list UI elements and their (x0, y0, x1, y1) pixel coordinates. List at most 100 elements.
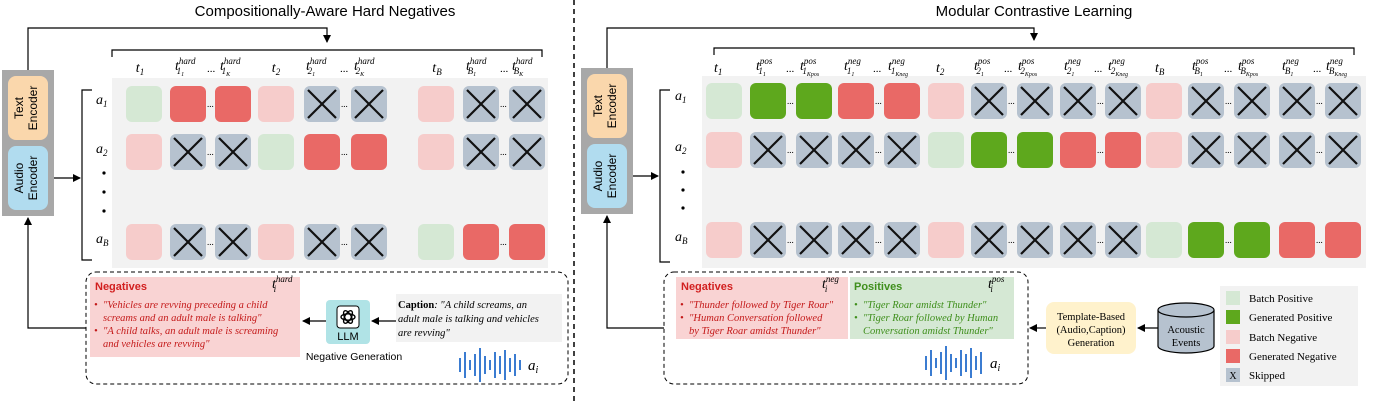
left-negatives-flow-arrow (24, 217, 86, 329)
right-negatives-list: • "Thunder followed by Tiger Roar" • "Hu… (680, 300, 834, 337)
left-row-labels: a1 a2 aB (96, 93, 109, 248)
svg-text:Conversation amidst Thunder": Conversation amidst Thunder" (863, 326, 993, 337)
cell-skipped (351, 86, 387, 122)
svg-text:"Thunder followed by Tiger Roa: "Thunder followed by Tiger Roar" (689, 300, 834, 311)
svg-text:...: ... (500, 63, 509, 75)
svg-text:...: ... (875, 145, 882, 155)
right-row-bracket (659, 89, 670, 263)
left-column-bracket (111, 49, 543, 57)
svg-text:...: ... (1097, 96, 1104, 106)
svg-text:are revving": are revving" (398, 328, 450, 339)
left-audio-encoder-label: AudioEncoder (12, 156, 40, 201)
svg-text:...: ... (1008, 235, 1015, 245)
col-tB: tB (432, 61, 442, 77)
right-waveform-icon (925, 346, 982, 380)
cell-generated-negative (215, 86, 251, 122)
legend-skipped: Skipped (1249, 370, 1286, 382)
svg-text:"A child talks, an adult male: "A child talks, an adult male is screami… (103, 326, 278, 337)
svg-text:...: ... (500, 147, 507, 157)
svg-text:...: ... (1225, 235, 1232, 245)
row-a2: a2 (96, 142, 108, 158)
left-title: Compositionally-Aware Hard Negatives (195, 3, 456, 20)
legend-generated-negative: Generated Negative (1249, 351, 1337, 363)
cell-skipped (463, 86, 499, 122)
col-ellipsis: ... (207, 63, 216, 75)
right-audio-encoder-label: AudioEncoder (591, 154, 619, 199)
svg-text:...: ... (1097, 145, 1104, 155)
svg-text:...: ... (1316, 235, 1323, 245)
legend-swatch-skipped (1226, 368, 1240, 382)
caption-text: Caption: "A child screams, an adult male… (398, 300, 539, 339)
llm-icon (336, 305, 360, 329)
legend-swatch-batch-positive (1226, 291, 1240, 305)
svg-text:•: • (854, 313, 858, 324)
right-generation-box (663, 271, 1029, 385)
right-title: Modular Contrastive Learning (936, 3, 1133, 20)
svg-text:...: ... (341, 147, 348, 157)
right-column-bracket (713, 47, 1355, 55)
legend-skipped-x: X (1229, 371, 1237, 382)
svg-text:...: ... (500, 237, 507, 247)
right-row-a2: ... ... ... ... ... ... (706, 132, 1361, 168)
right-audio-symbol: ai (990, 356, 1001, 374)
col-tB: tB (1155, 61, 1165, 77)
left-audio-symbol: ai (528, 358, 539, 376)
svg-text:•: • (680, 300, 684, 311)
right-audio-encoder (587, 144, 627, 208)
svg-text:•: • (680, 313, 684, 324)
svg-text:and vehicles are revving": and vehicles are revving" (103, 339, 210, 350)
svg-text:adult male is talking and vehi: adult male is talking and vehicles (398, 314, 539, 325)
cell-skipped (509, 86, 545, 122)
svg-text:...: ... (1316, 96, 1323, 106)
right-positives-header: Positives (854, 281, 902, 293)
row-aB: aB (96, 232, 109, 248)
svg-text:...: ... (786, 63, 795, 75)
svg-text:...: ... (207, 147, 214, 157)
svg-text:...: ... (1008, 145, 1015, 155)
svg-text:...: ... (1008, 96, 1015, 106)
svg-text:...: ... (341, 99, 348, 109)
svg-text:Events: Events (1172, 338, 1201, 349)
acoustic-events-database-icon (1157, 302, 1215, 354)
svg-text:(Audio,Caption): (Audio,Caption) (1056, 325, 1126, 336)
svg-text:...: ... (207, 237, 214, 247)
svg-text:...: ... (787, 96, 794, 106)
svg-text:...: ... (340, 63, 349, 75)
col-t1: t1 (714, 61, 722, 77)
svg-text:...: ... (1225, 96, 1232, 106)
legend (1220, 286, 1358, 386)
svg-text:Acoustic: Acoustic (1167, 325, 1205, 336)
cell-batch-negative (418, 86, 454, 122)
svg-text:...: ... (875, 96, 882, 106)
svg-text:•: • (94, 300, 98, 311)
left-negatives-header: Negatives (95, 281, 147, 293)
right-row-labels: a1 a2 aB (675, 89, 688, 246)
svg-text:Generation: Generation (1068, 338, 1115, 349)
svg-text:...: ... (873, 63, 882, 75)
svg-text:Caption: "A child screams, an: Caption: "A child screams, an (398, 300, 527, 311)
svg-text:...: ... (1224, 63, 1233, 75)
right-positives-box (850, 277, 1014, 339)
right-text-flow-arrow (606, 27, 1038, 68)
legend-swatch-batch-negative (1226, 330, 1240, 344)
svg-text:...: ... (1004, 63, 1013, 75)
row-a1: a1 (675, 89, 687, 105)
right-positives-list: • "Tiger Roar amidst Thunder" • "Tiger R… (854, 300, 998, 337)
svg-text:screams and an adult male is t: screams and an adult male is talking" (103, 313, 262, 324)
svg-text:•: • (854, 300, 858, 311)
acoustic-events-label: Acoustic Events (1167, 325, 1205, 349)
